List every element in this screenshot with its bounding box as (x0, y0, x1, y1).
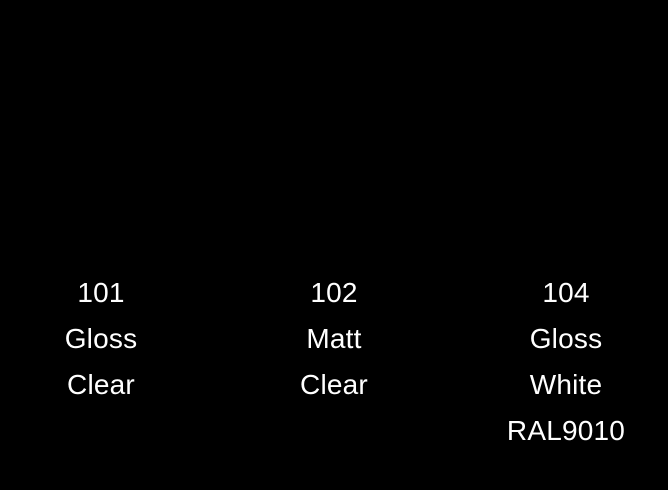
product-code: 101 (77, 277, 125, 308)
product-code: 102 (310, 277, 358, 308)
product-card-101[interactable]: 101 Gloss Clear (1, 270, 201, 408)
product-card-104[interactable]: 104 Gloss White RAL9010 (466, 270, 666, 454)
product-finish: Gloss (529, 323, 603, 354)
product-card-102[interactable]: 102 Matt Clear (234, 270, 434, 408)
product-color: Clear (67, 369, 135, 400)
product-finish: Matt (306, 323, 362, 354)
product-color: Clear (300, 369, 368, 400)
product-finish: Gloss (64, 323, 138, 354)
product-ral-code: RAL9010 (506, 415, 626, 446)
product-code: 104 (542, 277, 590, 308)
product-color: White (529, 369, 603, 400)
